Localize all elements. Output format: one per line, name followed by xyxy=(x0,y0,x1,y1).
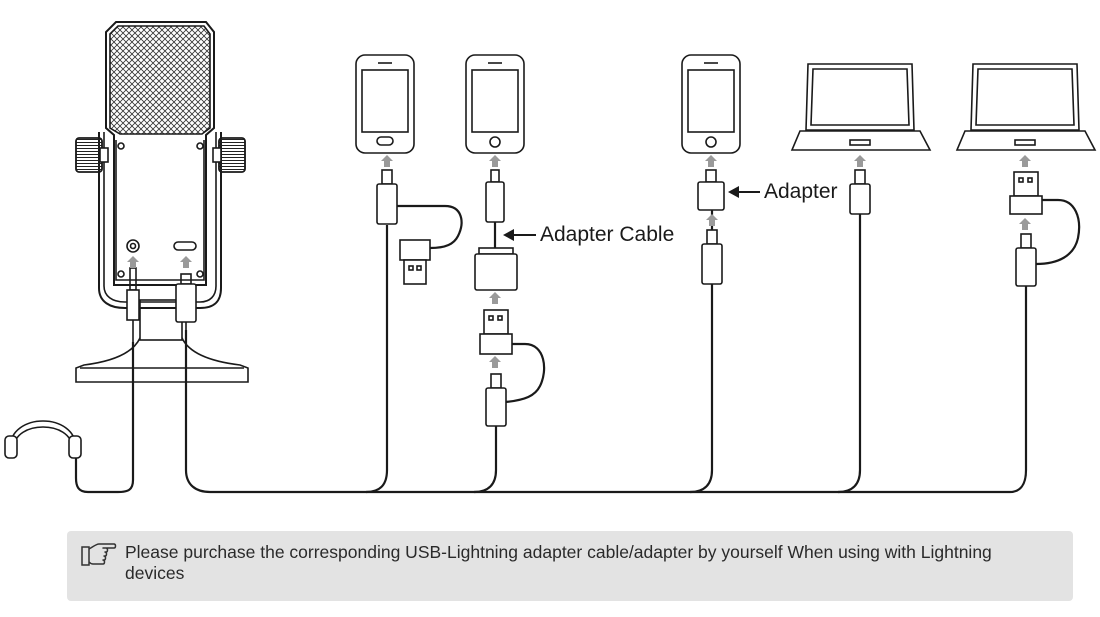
usb-c-plug-laptop-2 xyxy=(1015,233,1037,287)
up-arrow-laptop-2-c xyxy=(1019,218,1031,230)
microphone xyxy=(75,21,249,383)
microphone-stand-base xyxy=(75,299,249,383)
adapter-cable-label: Adapter Cable xyxy=(540,223,675,246)
adapter-cable-socket xyxy=(474,247,518,291)
microphone-grille xyxy=(109,25,211,135)
usb-c-plug-phone-3 xyxy=(701,229,723,285)
phone-2 xyxy=(465,54,525,154)
up-arrow-headphone xyxy=(127,256,139,268)
up-arrow-phone-2 xyxy=(489,155,501,167)
usb-c-plug-2 xyxy=(485,373,507,427)
left-knob xyxy=(75,137,109,173)
note-box: Please purchase the corresponding USB-Li… xyxy=(67,531,1073,601)
usb-c-plug-phone-1 xyxy=(376,169,398,225)
usb-c-port xyxy=(173,241,197,251)
up-arrow-phone-1 xyxy=(381,155,393,167)
usb-a-plug-laptop-2 xyxy=(1009,171,1043,215)
connection-arrows xyxy=(127,155,1031,368)
up-arrow-laptop-2 xyxy=(1019,155,1031,167)
up-arrow-adapter xyxy=(706,214,718,226)
note-text: Please purchase the corresponding USB-Li… xyxy=(125,542,992,583)
right-knob xyxy=(212,137,246,173)
laptop-2 xyxy=(955,63,1097,151)
usb-a-plug-1 xyxy=(399,239,431,285)
headphones xyxy=(4,420,82,459)
up-arrow-usb-a xyxy=(489,356,501,368)
microphone-bracket xyxy=(98,132,222,309)
pointing-hand-icon xyxy=(79,541,117,574)
up-arrow-usb xyxy=(180,256,192,268)
audio-plug xyxy=(126,267,140,342)
callout-pointers xyxy=(503,186,760,241)
usb-c-plug-laptop-1 xyxy=(849,169,871,215)
connectors xyxy=(376,169,1043,427)
lightning-adapter xyxy=(697,169,725,211)
up-arrow-adapter-cable xyxy=(489,292,501,304)
adapter-pointer xyxy=(728,186,760,198)
usb-a-plug-2 xyxy=(479,309,513,355)
phone-1 xyxy=(355,54,415,154)
up-arrow-phone-3 xyxy=(705,155,717,167)
laptop-1 xyxy=(790,63,932,151)
mic-usb-c-plug xyxy=(175,273,197,330)
up-arrow-laptop-1 xyxy=(854,155,866,167)
headphone-jack xyxy=(126,239,140,253)
cables xyxy=(74,198,1081,494)
adapter-label: Adapter xyxy=(764,180,838,203)
lightning-plug-phone-2 xyxy=(485,169,505,223)
phone-3 xyxy=(681,54,741,154)
adapter-cable-pointer xyxy=(503,229,536,241)
